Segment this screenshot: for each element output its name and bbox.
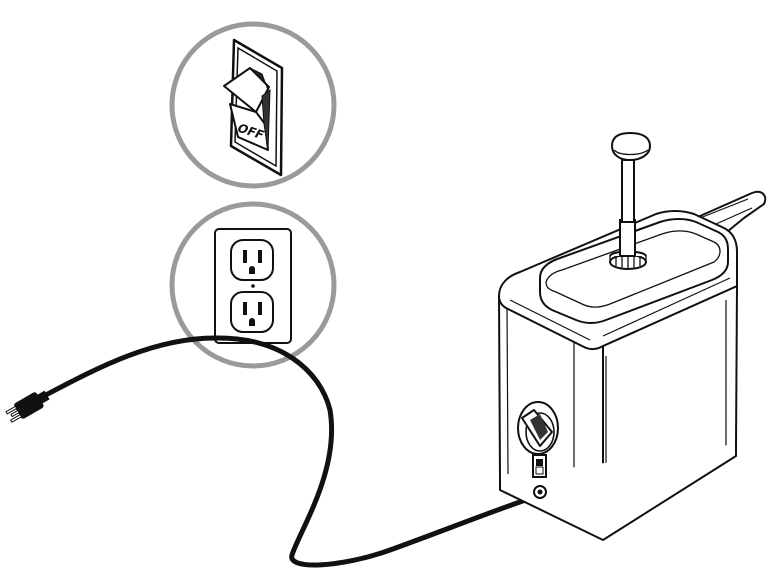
- thermostat-knob-icon: [517, 401, 559, 455]
- duplex-outlet-icon: [214, 228, 292, 344]
- outlet-callout: [169, 201, 337, 369]
- sauce-warmer-dispenser-icon: [498, 131, 767, 541]
- switch-callout: OFF: [169, 21, 337, 189]
- front-power-switch-icon: [532, 454, 547, 478]
- plug: [5, 390, 50, 423]
- rocker-switch-icon: OFF: [223, 38, 284, 177]
- cord-port-icon: [533, 485, 547, 499]
- power-cord: [37, 335, 540, 568]
- power-cord-plug-icon: [5, 335, 540, 568]
